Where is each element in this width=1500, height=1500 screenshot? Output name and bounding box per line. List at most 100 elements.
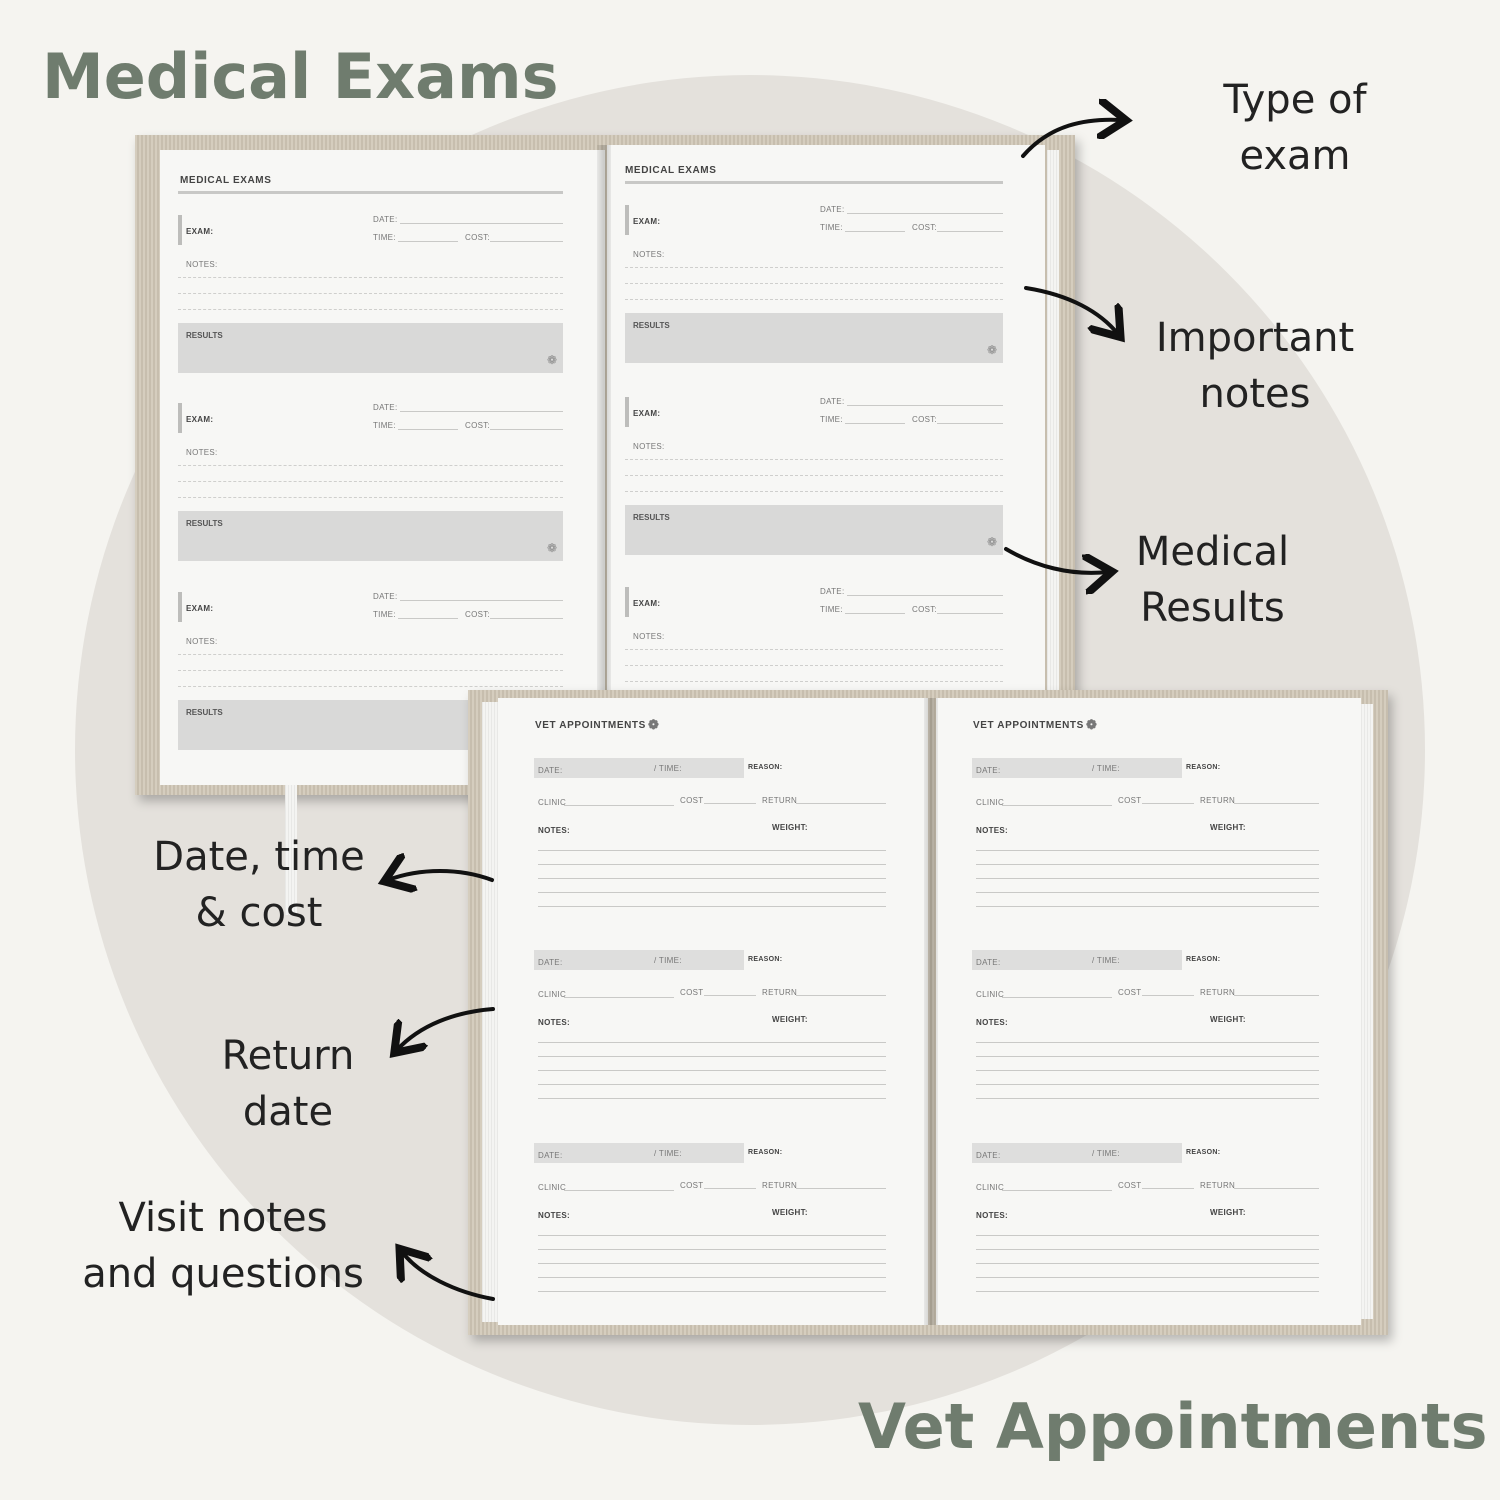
time-line <box>398 429 458 430</box>
results-label: RESULTS <box>186 519 223 528</box>
date-label: DATE: <box>820 397 845 406</box>
cost-label: COST: <box>912 223 938 232</box>
medical-exams-right-page: MEDICAL EXAMS EXAM: DATE: TIME: COST: NOTES: R… <box>607 145 1045 745</box>
callout-line: Return <box>221 1033 355 1079</box>
notes-line <box>625 283 1003 284</box>
date-time-bar <box>972 950 1182 970</box>
notes-line <box>976 1098 1319 1099</box>
exam-label: EXAM: <box>633 599 661 608</box>
time-line <box>845 423 905 424</box>
time-line <box>845 231 905 232</box>
notes-line <box>976 1263 1319 1264</box>
results-label: RESULTS <box>633 513 670 522</box>
return-line <box>796 803 886 804</box>
notes-line <box>538 1056 886 1057</box>
notes-line <box>976 1249 1319 1250</box>
date-label: DATE: <box>976 958 1001 967</box>
cost-line <box>704 995 756 996</box>
notes-line <box>538 1084 886 1085</box>
vet-appointments-right-page: VET APPOINTMENTS❁DATE:/ TIME:REASON:CLIN… <box>936 698 1361 1325</box>
time-label: / TIME: <box>654 956 682 965</box>
results-box: RESULTS❁ <box>625 313 1003 363</box>
return-line <box>796 995 886 996</box>
paw-icon: ❁ <box>546 541 557 555</box>
clinic-line <box>1002 805 1112 806</box>
notes-line <box>976 1056 1319 1057</box>
date-line <box>847 213 1003 214</box>
clinic-label: CLINIC <box>538 990 567 999</box>
notes-label: NOTES: <box>186 260 218 269</box>
notes-line <box>538 1042 886 1043</box>
notes-line <box>538 1249 886 1250</box>
callout-visit-notes: Visit notes and questions <box>68 1190 378 1302</box>
cost-label: COST: <box>465 421 491 430</box>
return-line <box>1234 1188 1319 1189</box>
date-time-bar <box>534 1143 744 1163</box>
exam-marker <box>625 205 629 235</box>
page-title: MEDICAL EXAMS <box>625 165 717 176</box>
exam-marker <box>178 403 182 433</box>
callout-line: and questions <box>82 1251 364 1297</box>
cost-label: COST: <box>912 605 938 614</box>
notes-line <box>625 665 1003 666</box>
return-line <box>796 1188 886 1189</box>
time-label: TIME: <box>820 223 843 232</box>
exam-label: EXAM: <box>633 409 661 418</box>
cost-label: COST: <box>465 610 491 619</box>
callout-line: Medical <box>1135 529 1290 575</box>
date-label: DATE: <box>373 592 398 601</box>
page-title: VET APPOINTMENTS <box>973 720 1084 731</box>
date-time-bar <box>972 758 1182 778</box>
callout-type-of-exam: Type of exam <box>1200 72 1390 184</box>
notes-line <box>976 906 1319 907</box>
return-label: RETURN <box>762 988 798 997</box>
notes-label: NOTES: <box>186 637 218 646</box>
weight-label: WEIGHT: <box>772 1015 808 1024</box>
arrow-important-notes <box>1024 286 1118 334</box>
paw-icon: ❁ <box>648 717 660 732</box>
notes-label: NOTES: <box>538 1211 571 1220</box>
arrow-return-date <box>397 1007 495 1050</box>
time-label: TIME: <box>373 233 396 242</box>
cost-label: COST <box>680 796 704 805</box>
exam-marker <box>178 592 182 622</box>
return-label: RETURN <box>762 1181 798 1190</box>
clinic-label: CLINIC <box>976 1183 1005 1192</box>
date-label: DATE: <box>820 205 845 214</box>
notes-label: NOTES: <box>538 1018 571 1027</box>
callout-line: exam <box>1239 133 1351 179</box>
time-label: / TIME: <box>1092 764 1120 773</box>
paw-icon: ❁ <box>1086 717 1098 732</box>
notes-line <box>625 491 1003 492</box>
callout-date-time-cost: Date, time & cost <box>140 829 378 941</box>
date-line <box>400 600 563 601</box>
notes-line <box>976 892 1319 893</box>
notes-line <box>538 864 886 865</box>
date-label: DATE: <box>538 1151 563 1160</box>
exam-label: EXAM: <box>186 604 214 613</box>
reason-label: REASON: <box>748 956 783 963</box>
notes-line <box>625 649 1003 650</box>
return-label: RETURN <box>1200 988 1236 997</box>
callout-line: Visit notes <box>118 1195 328 1241</box>
notes-line <box>178 497 563 498</box>
callout-line: Results <box>1140 585 1285 631</box>
notes-line <box>625 459 1003 460</box>
notes-line <box>538 892 886 893</box>
cost-label: COST <box>1118 988 1142 997</box>
notes-line <box>178 293 563 294</box>
results-box: RESULTS❁ <box>178 323 563 373</box>
cost-label: COST: <box>912 415 938 424</box>
return-label: RETURN <box>1200 796 1236 805</box>
clinic-label: CLINIC <box>538 798 567 807</box>
notes-label: NOTES: <box>976 1211 1009 1220</box>
date-line <box>847 595 1003 596</box>
notes-line <box>976 850 1319 851</box>
notes-label: NOTES: <box>633 250 665 259</box>
date-label: DATE: <box>820 587 845 596</box>
time-label: / TIME: <box>1092 956 1120 965</box>
cost-line <box>1142 995 1194 996</box>
cost-line <box>937 613 1003 614</box>
callout-line: & cost <box>195 890 323 936</box>
notes-line <box>538 1070 886 1071</box>
